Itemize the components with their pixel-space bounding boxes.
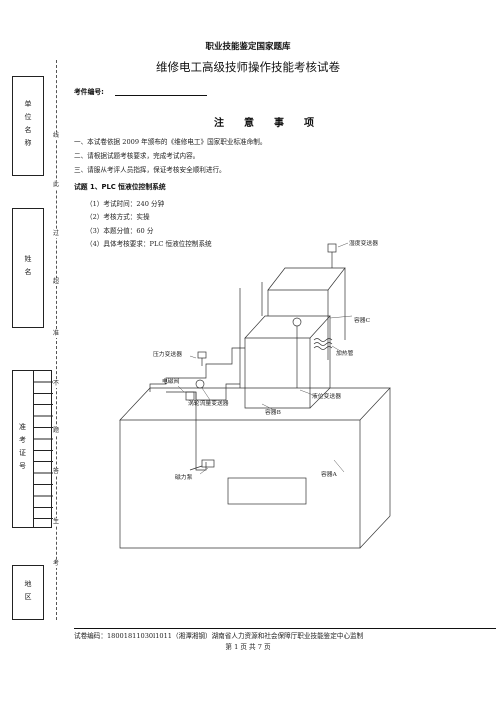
seal-char: 不 bbox=[53, 380, 60, 388]
seal-char: 线 bbox=[53, 132, 60, 140]
binding-label-ticket: 准考证号 bbox=[18, 423, 27, 475]
binding-box-ticket: 准考证号 bbox=[12, 370, 53, 528]
exam-number-field[interactable] bbox=[115, 95, 207, 96]
page-number: 第 1 页 共 7 页 bbox=[225, 643, 271, 651]
label-pump: 磁力泵 bbox=[175, 473, 193, 481]
requirement-1: （1）考试时间：240 分钟 bbox=[86, 200, 165, 208]
pump-shape bbox=[201, 459, 215, 468]
binding-label-unit: 单位名称 bbox=[24, 100, 32, 152]
seal-char: 超 bbox=[53, 278, 60, 286]
binding-label-name: 姓名 bbox=[24, 255, 32, 281]
label-turbine-flow: 涡轮流量变送器 bbox=[188, 399, 229, 407]
notice-item-2: 二、请根据试题考核要求，完成考试内容。 bbox=[74, 152, 200, 160]
notice-title: 注意事项 bbox=[214, 118, 334, 129]
binding-dashed-line bbox=[56, 60, 57, 620]
binding-box-name: 姓名 bbox=[12, 208, 44, 328]
binding-box-region: 地区 bbox=[12, 565, 44, 620]
pressure-sensor-shape bbox=[197, 351, 207, 359]
seal-char: 题 bbox=[53, 427, 60, 435]
label-level-sensor: 液位变送器 bbox=[312, 392, 341, 400]
support-frame bbox=[239, 282, 263, 388]
seal-char: 此 bbox=[53, 181, 60, 189]
turbine-flow-shape bbox=[195, 379, 205, 389]
exam-number-label: 考件编号: bbox=[74, 88, 104, 96]
footer-rule bbox=[74, 628, 496, 629]
binding-box-unit: 单位名称 bbox=[12, 76, 44, 176]
seal-char: 准 bbox=[53, 330, 60, 338]
top-title: 职业技能鉴定国家题库 bbox=[205, 42, 291, 52]
label-container-a: 容器A bbox=[321, 470, 338, 478]
footer-code: 试卷编码：18001811030l1011（湘潭湘钢）湖南省人力资源和社会保障厅… bbox=[74, 632, 364, 640]
label-heater: 加热管 bbox=[336, 349, 354, 357]
label-container-b: 容器B bbox=[265, 408, 281, 416]
question-title: 试题 1、PLC 恒液位控制系统 bbox=[74, 183, 166, 191]
requirement-4: （4）具体考核要求：PLC 恒液位控制系统 bbox=[86, 240, 212, 248]
requirement-3: （3）本题分值：60 分 bbox=[86, 227, 154, 235]
seal-char: 考 bbox=[53, 560, 60, 568]
container-c-shape bbox=[267, 267, 346, 291]
seal-char: 过 bbox=[53, 230, 60, 238]
main-title: 维修电工高级技师操作技能考核试卷 bbox=[156, 60, 340, 74]
pipe-network bbox=[149, 347, 245, 392]
notice-item-1: 一、本试卷依据 2009 年颁布的《维修电工》国家职业标准命制。 bbox=[74, 138, 267, 146]
ticket-number-grid bbox=[33, 371, 53, 527]
label-solenoid-valve: 电磁阀 bbox=[162, 377, 180, 385]
label-container-c: 容器C bbox=[354, 316, 371, 324]
notice-item-3: 三、请服从考评人员指挥，保证考核安全顺利进行。 bbox=[74, 166, 226, 174]
container-a-window bbox=[227, 477, 307, 505]
seal-char: 生 bbox=[53, 518, 60, 526]
container-a-shape bbox=[119, 387, 391, 421]
solenoid-valve-shape bbox=[185, 391, 195, 401]
seal-char: 答 bbox=[53, 468, 60, 476]
container-b-shape bbox=[244, 315, 331, 339]
label-pressure-sensor: 压力变送器 bbox=[153, 350, 182, 358]
label-humidity-sensor: 湿度变送器 bbox=[349, 239, 378, 247]
binding-label-region: 地区 bbox=[24, 579, 32, 606]
requirement-2: （2）考核方式：实操 bbox=[86, 213, 150, 221]
heater-shape bbox=[313, 338, 333, 350]
